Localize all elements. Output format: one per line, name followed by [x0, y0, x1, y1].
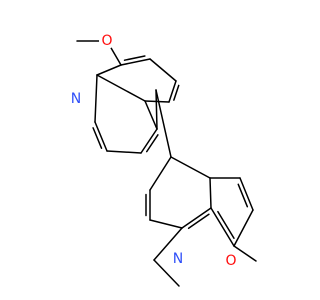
bond-b8-a3 — [120, 58, 151, 66]
oxygen-label-top: O — [101, 33, 112, 49]
bond-r7-r8 — [233, 209, 254, 247]
bond-b4-b5 — [144, 100, 158, 130]
bond-b7-b8 — [149, 58, 177, 82]
bond-r4-r5 — [209, 177, 212, 209]
bond-b2-b3 — [106, 150, 142, 154]
double-bond-r8-r4 — [217, 210, 235, 239]
nitrogen-atom-top: N — [68, 91, 84, 107]
double-bond-b8-a3 — [123, 55, 146, 61]
nitrogen-label-bottom: N — [173, 251, 183, 267]
bond-r3-e1 — [153, 227, 183, 261]
bond-r8-e3 — [233, 245, 257, 262]
bond-c2-r1 — [149, 156, 172, 191]
bond-c1-c2 — [155, 89, 172, 158]
oxygen-label-bottom: O — [225, 253, 236, 269]
bond-b3-b4 — [140, 128, 158, 154]
bond-lines — [76, 40, 257, 287]
bond-a3-a4 — [96, 64, 122, 76]
double-bond-b1-b2 — [92, 127, 103, 149]
structural-formula: O N N O — [68, 33, 257, 287]
bond-b5-a4 — [96, 74, 146, 102]
bond-r6-r7 — [239, 177, 254, 211]
atom-labels: O N N O — [68, 33, 239, 269]
nitrogen-atom-bottom: N — [170, 251, 186, 267]
bond-b4-c1 — [155, 89, 158, 130]
double-bond-b6-b7 — [173, 84, 180, 101]
nitrogen-label-top: N — [71, 91, 81, 107]
double-bond-b3-b4 — [145, 134, 159, 153]
bond-r2-r3 — [149, 219, 183, 229]
bond-r5-c2 — [170, 156, 211, 179]
bond-b6-b7 — [168, 80, 177, 103]
double-bond-r3-r4 — [187, 213, 210, 230]
bond-r3-r4 — [181, 207, 212, 229]
bond-b1-b2 — [94, 121, 108, 152]
bond-a4-b1 — [94, 74, 98, 123]
oxygen-atom-bottom: O — [223, 253, 239, 269]
double-bond-r6-r7 — [237, 183, 249, 208]
oxygen-atom-top: O — [99, 33, 115, 49]
bond-r8-r4 — [210, 207, 235, 247]
bond-e1-e2 — [153, 259, 180, 287]
